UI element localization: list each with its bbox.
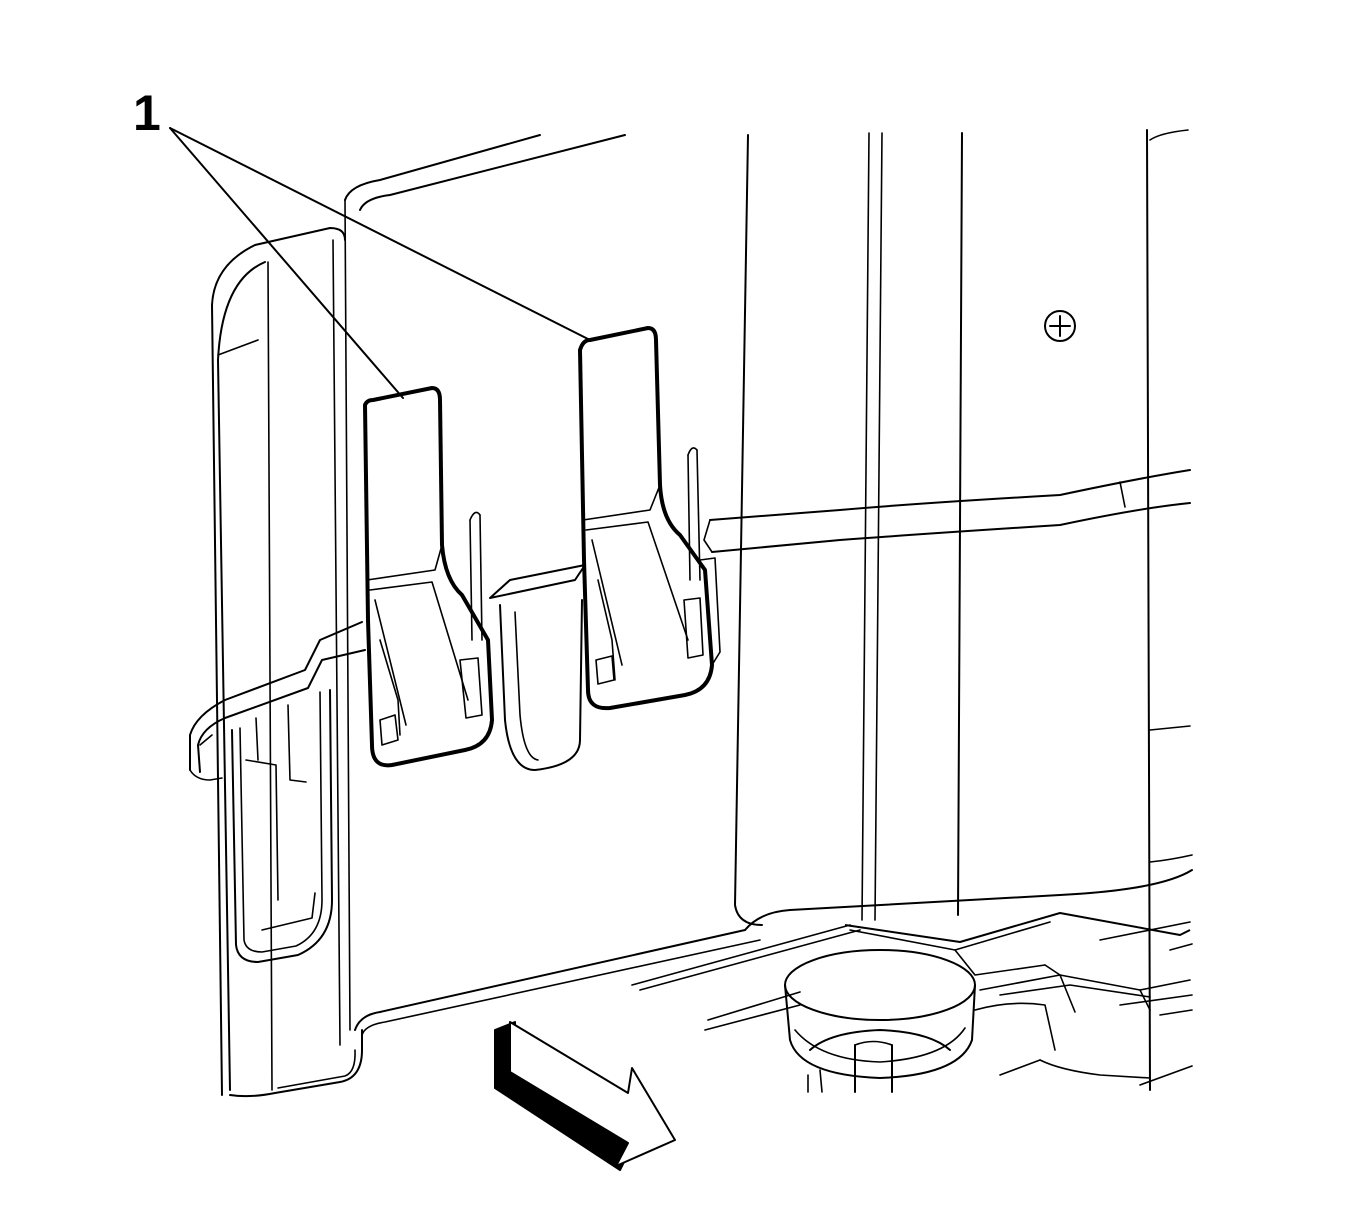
retaining-clip-right [578, 326, 721, 711]
center-tab [489, 564, 586, 771]
direction-arrow-icon [494, 1021, 676, 1171]
reference-mark-icon [1044, 310, 1076, 342]
retaining-strap [189, 621, 366, 781]
mounting-boss [784, 949, 1193, 1093]
callout-label-1: 1 [133, 85, 161, 141]
housing-band [703, 469, 1191, 553]
side-slot [231, 689, 333, 963]
housing-outline [211, 134, 761, 1098]
base-grid [631, 869, 1193, 1031]
retaining-clip-left [363, 386, 494, 768]
callout-leader-lines [169, 127, 591, 399]
